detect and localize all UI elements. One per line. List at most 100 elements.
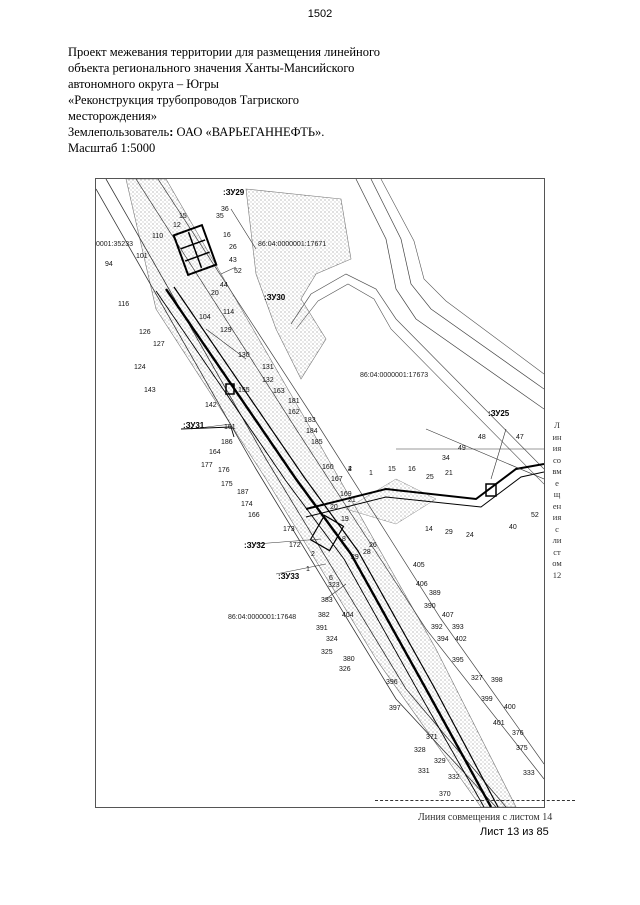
point-label: 20	[330, 504, 338, 511]
cadastral-number: 86:04:0000001:17671	[258, 241, 326, 248]
land-user-value: ОАО «ВАРЬЕГАННЕФТЬ».	[176, 125, 325, 139]
point-label: 29	[445, 529, 453, 536]
pipeline-branch	[305, 463, 544, 510]
zone-label: :ЗУ31	[183, 421, 205, 430]
point-label: 187	[237, 489, 249, 496]
side-note-char: ли	[552, 535, 562, 545]
zone-label: :ЗУ25	[488, 409, 510, 418]
point-label: 376	[512, 730, 524, 737]
point-label: 397	[389, 705, 401, 712]
stipple-east	[345, 478, 437, 525]
point-label: 2	[348, 466, 352, 473]
point-label: 26	[229, 244, 237, 251]
point-label: 396	[386, 679, 398, 686]
map-drawing: :ЗУ29 :ЗУ30 :ЗУ31 :ЗУ32 :ЗУ33 :ЗУ25 86:0…	[96, 179, 544, 807]
point-label: 130	[238, 352, 250, 359]
header-line: автономного округа – Югры	[68, 77, 219, 91]
point-label: 327	[471, 675, 483, 682]
point-label: 392	[431, 624, 443, 631]
side-note-char: ен	[552, 500, 562, 511]
point-label: 393	[452, 624, 464, 631]
point-label: 400	[504, 704, 516, 711]
point-label: 326	[339, 666, 351, 673]
sheet-number: Лист 13 из 85	[480, 826, 549, 838]
cadastral-number: 86:04:0000001:17648	[228, 614, 296, 621]
point-label: 129	[220, 327, 232, 334]
point-label: 166	[248, 512, 260, 519]
point-label: 161	[224, 424, 236, 431]
point-label: 398	[491, 677, 503, 684]
point-label: 163	[273, 388, 285, 395]
point-label: 1	[306, 566, 310, 573]
side-note-char: с	[555, 523, 559, 534]
point-label: 181	[288, 398, 300, 405]
point-label: 101	[136, 253, 148, 260]
point-label: 184	[306, 428, 318, 435]
point-label: 94	[105, 261, 113, 268]
point-label: 370	[439, 791, 451, 798]
point-label: 174	[241, 501, 253, 508]
point-label: 391	[316, 625, 328, 632]
point-label: 162	[288, 409, 300, 416]
point-label: 142	[205, 402, 217, 409]
header-line: объекта регионального значения Ханты-Ман…	[68, 61, 355, 75]
zone-label: :ЗУ29	[223, 188, 245, 197]
side-note-char: ия	[552, 443, 562, 453]
point-label: 49	[458, 445, 466, 452]
point-label: 383	[321, 597, 333, 604]
point-label: 394	[437, 636, 449, 643]
point-label: 14	[425, 526, 433, 533]
point-label: 25	[426, 474, 434, 481]
point-label: 390	[424, 603, 436, 610]
point-label: 15	[179, 213, 187, 220]
point-label: 164	[209, 449, 221, 456]
point-label: 24	[466, 532, 474, 539]
point-label: 52	[531, 512, 539, 519]
point-label: 114	[223, 309, 234, 316]
side-note-char: Л	[554, 420, 560, 430]
point-label: 132	[262, 377, 274, 384]
pipeline-main	[165, 288, 493, 807]
page-number: 1502	[307, 8, 333, 20]
point-label: 15	[388, 466, 396, 473]
zone-label: :ЗУ33	[278, 572, 300, 581]
cadastral-number: 86:04:0000001:17673	[360, 372, 428, 379]
point-label: 36	[221, 206, 229, 213]
point-label: 2	[311, 551, 315, 558]
land-user-line: Землепользователь: ОАО «ВАРЬЕГАННЕФТЬ».	[68, 124, 398, 140]
side-note-char: е	[555, 477, 559, 488]
side-note-char: ин	[552, 431, 562, 442]
point-label: 177	[201, 462, 213, 469]
point-label: 124	[134, 364, 146, 371]
point-label: 407	[442, 612, 454, 619]
cadastral-map: :ЗУ29 :ЗУ30 :ЗУ31 :ЗУ32 :ЗУ33 :ЗУ25 86:0…	[95, 178, 545, 808]
point-label: 16	[223, 232, 231, 239]
point-label: 406	[416, 581, 428, 588]
point-label: 324	[326, 636, 338, 643]
point-label: 48	[478, 434, 486, 441]
land-user-colon: :	[169, 125, 177, 139]
stipple-corridor	[125, 179, 517, 807]
point-label: 6	[329, 575, 333, 582]
point-label: 332	[448, 774, 460, 781]
point-label: 21	[348, 497, 356, 504]
point-label: 19	[341, 516, 349, 523]
header-line: Проект межевания территории для размещен…	[68, 45, 381, 59]
cadastral-number: 0001:35233	[96, 241, 133, 248]
stipple-block	[245, 188, 352, 380]
point-label: 167	[331, 476, 343, 483]
zone-label: :ЗУ32	[244, 541, 266, 550]
point-label: 12	[173, 222, 181, 229]
point-label: 405	[413, 562, 425, 569]
side-note-vertical: Л ин ия со вм е щ ен ия с ли ст ом 12	[546, 420, 568, 581]
point-label: 155	[238, 387, 250, 394]
point-label: 172	[289, 542, 301, 549]
point-label: 186	[221, 439, 233, 446]
point-label: 183	[304, 417, 316, 424]
point-label: 16	[408, 466, 416, 473]
point-label: 1	[369, 470, 373, 477]
point-label: 185	[311, 439, 323, 446]
point-label: 395	[452, 657, 464, 664]
point-label: 127	[153, 341, 165, 348]
point-label: 40	[509, 524, 517, 531]
